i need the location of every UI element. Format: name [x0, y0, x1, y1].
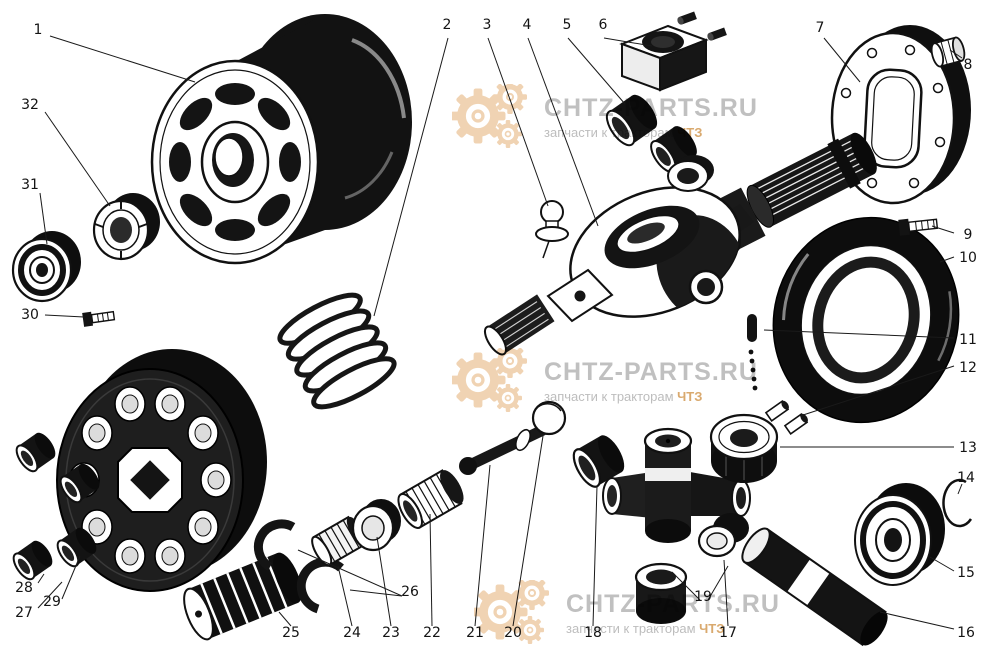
- part-washer: [351, 499, 401, 552]
- part-roller-pins: [764, 400, 809, 435]
- part-half-shell-1: [253, 519, 296, 571]
- part-slotted-nut: [709, 413, 779, 483]
- part-lock-nut: [92, 193, 160, 261]
- part-bearing-race-large: [772, 216, 960, 424]
- part-piston-cup-2: [59, 463, 100, 504]
- part-center-pin-head: [535, 200, 569, 259]
- part-cylinder-block: [150, 14, 412, 265]
- part-piston-pack: [183, 552, 302, 641]
- leader-lines: [37, 35, 963, 630]
- part-drive-shaft-yoke: [546, 186, 754, 323]
- part-rear-flange: [830, 25, 971, 205]
- part-shaft-pin: [741, 527, 888, 647]
- part-pin-and-balls: [747, 314, 758, 391]
- part-bearing-cup-a: [605, 94, 658, 147]
- part-race-ring: [667, 155, 714, 192]
- part-splined-shaft-end: [746, 132, 877, 228]
- part-snap-ring: [942, 478, 973, 528]
- part-piston-cup-4: [56, 527, 97, 568]
- part-shaft-threaded-end: [483, 294, 555, 356]
- part-threaded-bushing: [397, 469, 464, 529]
- part-half-shell-2: [296, 557, 344, 614]
- part-bearing-housing: [619, 24, 709, 92]
- part-bolt: [898, 218, 939, 236]
- part-piston-cup-1: [15, 432, 56, 473]
- part-sleeve: [634, 562, 688, 624]
- part-plug: [930, 36, 966, 68]
- part-dowel-pin-1: [677, 11, 697, 25]
- part-retainer-plate: [56, 349, 267, 592]
- part-ball-bearing-rear: [854, 483, 945, 586]
- part-ball-bearing-front: [11, 231, 81, 303]
- part-dowel-pin-2: [707, 27, 727, 41]
- part-bushing-small: [697, 513, 749, 558]
- part-bolt-small: [82, 310, 116, 327]
- part-universal-cross: [602, 427, 751, 543]
- part-spring: [277, 292, 397, 410]
- part-center-pin: [459, 400, 567, 475]
- part-piston-cup-3: [12, 540, 53, 581]
